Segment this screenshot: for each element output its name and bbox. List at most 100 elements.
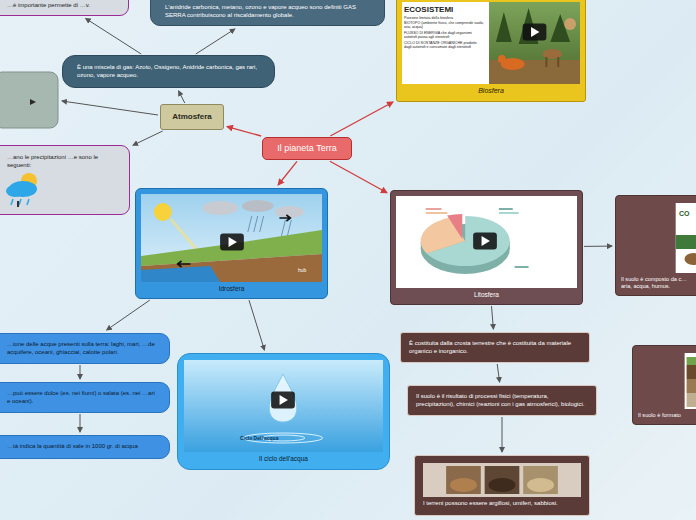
caption: Biosfera [402, 87, 580, 96]
illustration-part [557, 57, 559, 67]
caption: Il ciclo dell'acqua [184, 455, 383, 463]
node-text: Il pianeta Terra [267, 143, 347, 154]
connector [196, 29, 235, 54]
image-text: Porzione limitata della biosfera [404, 16, 484, 20]
illustration-part [279, 215, 290, 221]
weather-icon [1, 169, 119, 209]
illustration-part [229, 237, 237, 247]
note-box: L'anidride carbonica, metano, ozono e va… [150, 0, 385, 26]
image-text: Ciclo Dell'acqua [240, 436, 330, 442]
illustration-part [141, 194, 322, 282]
illustration-part [269, 374, 297, 422]
illustration-part [141, 254, 322, 282]
illustration-part [220, 234, 244, 251]
branch-box: Atmosfera [160, 104, 224, 130]
illustration-part [687, 379, 696, 393]
illustration-part [447, 214, 462, 239]
node-text: …ano le precipitazioni …e sono le seguen… [7, 154, 119, 169]
connector [497, 364, 499, 382]
illustration-part [242, 200, 274, 212]
note-box: È costituita dalla crosta terrestre che … [400, 332, 590, 363]
illustration-part [496, 8, 570, 44]
image-text: FLUSSO DI ENERGIA che dagli organismi au… [404, 31, 484, 39]
illustration-part [687, 365, 696, 379]
image-node: Il ciclo dell'acqua [177, 353, 390, 470]
illustration-part [482, 236, 490, 246]
side-box [0, 72, 58, 128]
illustration-part [271, 392, 295, 409]
note-box: …ano le precipitazioni …e sono le seguen… [0, 145, 130, 215]
image-title: ECOSISTEMI [404, 5, 486, 14]
illustration-part [178, 261, 191, 267]
illustration-part [499, 212, 519, 214]
illustration-part [523, 24, 547, 41]
image-node: Litosfera [390, 190, 583, 305]
node-text: …tà indica la quantità di sale in 1000 g… [7, 443, 159, 451]
illustration-part [450, 478, 477, 492]
watermark: hub [298, 268, 322, 274]
thumbnail [141, 194, 322, 282]
illustration-part [498, 55, 506, 63]
note-box: Il suolo è il risultato di processi fisi… [407, 385, 597, 416]
image-text: CO [679, 210, 693, 218]
illustration-part [473, 233, 497, 250]
note-box: …è importante permette di …v. [0, 0, 129, 16]
illustration-part [184, 360, 383, 452]
illustration-part [676, 235, 696, 249]
image-node: Biosfera [396, 0, 586, 102]
connector [179, 91, 185, 103]
connector [492, 306, 494, 329]
thumbnail [184, 360, 383, 452]
illustration-part [676, 203, 696, 273]
illustration-part [275, 206, 305, 218]
central-topic: Il pianeta Terra [262, 137, 352, 160]
illustration-part [638, 351, 696, 409]
connector [86, 19, 142, 55]
illustration-part [446, 466, 481, 494]
illustration-part [685, 353, 696, 409]
illustration-part [280, 395, 288, 405]
caption: Litosfera [396, 291, 577, 299]
illustration-part [564, 18, 576, 30]
connector [80, 414, 81, 432]
illustration-part [154, 203, 172, 221]
illustration-part [515, 266, 529, 268]
illustration-part [141, 266, 220, 282]
thumbnail [638, 351, 696, 409]
connector [278, 161, 297, 185]
note-box: …ione delle acque presenti sulla terra: … [0, 333, 170, 364]
illustration-part [423, 463, 581, 497]
illustration-part [426, 212, 448, 214]
leader-line [62, 101, 158, 115]
side-box-mark [30, 99, 36, 105]
connector [502, 417, 503, 452]
connector [330, 102, 393, 136]
thumbnail [396, 196, 577, 288]
connector [584, 246, 612, 247]
illustration-part [141, 194, 322, 282]
image-text: CICLO DI SOSTANZE ORGANICHE prodotte dag… [404, 41, 484, 49]
illustration-part [423, 463, 581, 497]
icon-part [17, 201, 19, 207]
illustration-part [489, 2, 580, 84]
image-node: Idrosfera [135, 188, 328, 299]
illustration-part [402, 2, 580, 84]
connector [133, 131, 163, 145]
connector [80, 365, 81, 379]
icon-part [6, 185, 24, 197]
illustration-part [684, 253, 696, 265]
thumbnail [423, 463, 581, 497]
illustration-part [426, 208, 442, 210]
node-text: …è importante permette di …v. [7, 2, 118, 10]
connector [330, 161, 387, 192]
connector [249, 300, 264, 350]
node-text: …ione delle acque presenti sulla terra: … [7, 341, 159, 356]
image-node: Il suolo è formato [632, 345, 696, 425]
node-text: L'anidride carbonica, metano, ozono e va… [165, 4, 370, 19]
icon-part [11, 199, 29, 205]
connector [227, 127, 261, 136]
caption: Il suolo è composto da c… aria, acqua, h… [621, 276, 691, 290]
caption: Idrosfera [141, 285, 322, 293]
illustration-part [687, 393, 696, 407]
